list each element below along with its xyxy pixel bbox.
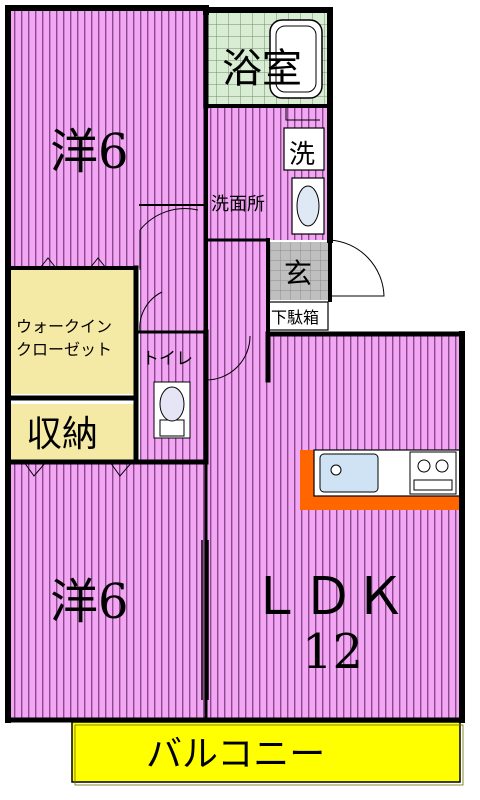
western-room-bottom-area	[8, 462, 206, 720]
walls	[5, 5, 465, 723]
balcony-rail	[74, 724, 464, 786]
entrance-area	[268, 242, 328, 300]
shoe-cabinet-area	[267, 301, 329, 331]
doors	[23, 106, 385, 700]
shoe-cabinet-label: 下駄箱	[271, 308, 319, 327]
walk-in-closet-label-2: クローゼット	[16, 340, 112, 359]
washroom-label: 洗面所	[211, 194, 265, 215]
sink-icon	[319, 453, 379, 493]
western-room-top-label: 洋6	[50, 124, 129, 180]
washing-label: 洗	[289, 140, 315, 170]
ldk-area	[206, 332, 462, 720]
storage-label: 収納	[26, 414, 98, 455]
ldk-size-label: 12	[302, 624, 363, 680]
storage-area	[10, 404, 134, 460]
balcony-area	[71, 721, 461, 783]
bathtub-icon	[269, 19, 323, 99]
walk-in-closet-label-1: ウォークイン	[16, 317, 112, 336]
walk-in-closet-area	[10, 270, 134, 394]
stove-icon	[409, 451, 457, 495]
ldk-label: ＬＤＫ	[250, 567, 406, 627]
western-room-bottom-label: 洋6	[50, 574, 129, 630]
bath-label: 浴室	[222, 46, 302, 92]
balcony-label: バルコニー	[146, 734, 325, 775]
toilet-label: トイレ	[142, 349, 193, 369]
washing-machine-area	[283, 127, 325, 171]
entrance-label: 玄	[284, 257, 312, 290]
